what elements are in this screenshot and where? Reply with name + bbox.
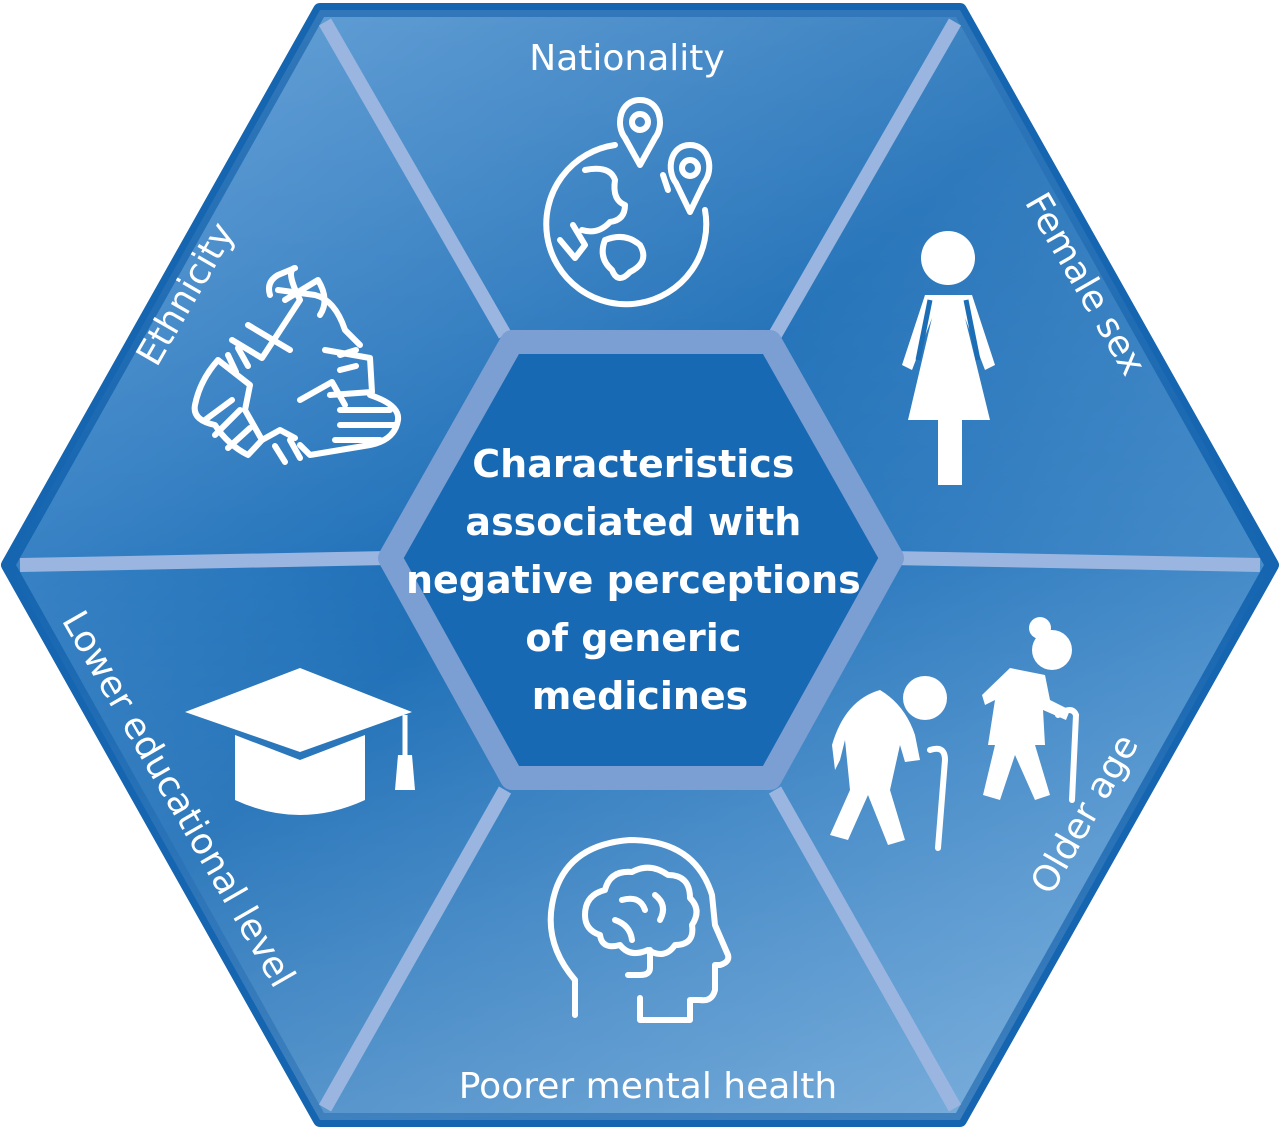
elderly-couple-icon: [830, 617, 1080, 851]
center-hexagon: [378, 330, 904, 790]
label-poorer-mental-health: Poorer mental health: [459, 1066, 838, 1107]
center-line-2: associated with: [465, 500, 801, 544]
label-nationality: Nationality: [529, 38, 724, 79]
female-figure-icon: [902, 231, 995, 485]
center-line-3: negative perceptions: [406, 558, 861, 602]
joined-hands-icon: [191, 265, 402, 465]
graduation-cap-icon: [185, 668, 415, 815]
head-brain-icon: [547, 837, 732, 1023]
center-title: Characteristics associated with negative…: [406, 442, 874, 718]
center-line-5: medicines: [532, 674, 749, 718]
globe-location-icon: [543, 97, 713, 308]
center-line-4: of generic: [525, 616, 741, 660]
center-line-1: Characteristics: [472, 442, 794, 486]
segment-dividers: [19, 18, 1261, 1112]
